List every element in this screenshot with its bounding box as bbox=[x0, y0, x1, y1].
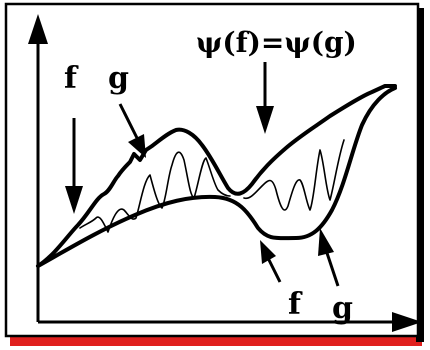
y-axis-arrowhead bbox=[28, 14, 48, 44]
label-g-top: g bbox=[108, 61, 129, 96]
arrow-formula-head bbox=[256, 106, 274, 134]
label-g-bottom: g bbox=[332, 291, 353, 326]
arrow-g-bottom-shaft bbox=[324, 249, 340, 287]
formula-label: ψ(f)=ψ(g) bbox=[196, 26, 357, 59]
arrow-f-bottom-shaft bbox=[266, 257, 282, 283]
curve-g bbox=[36, 84, 397, 268]
curve-f bbox=[36, 86, 397, 268]
label-f-top: f bbox=[64, 61, 79, 96]
arrow-f-top-head bbox=[65, 186, 83, 214]
arrow-g-top-head bbox=[128, 134, 146, 158]
label-f-bottom: f bbox=[288, 287, 303, 322]
arrow-f-bottom-head bbox=[260, 240, 276, 264]
arrow-g-bottom-head bbox=[318, 228, 334, 256]
frame-shadow-right bbox=[416, 8, 424, 342]
arrow-g-top-shaft bbox=[118, 103, 140, 141]
oscillation-right bbox=[243, 139, 345, 211]
x-axis-arrowhead bbox=[392, 312, 422, 332]
oscillation-left bbox=[79, 151, 231, 233]
frame-shadow-bottom bbox=[10, 336, 422, 346]
